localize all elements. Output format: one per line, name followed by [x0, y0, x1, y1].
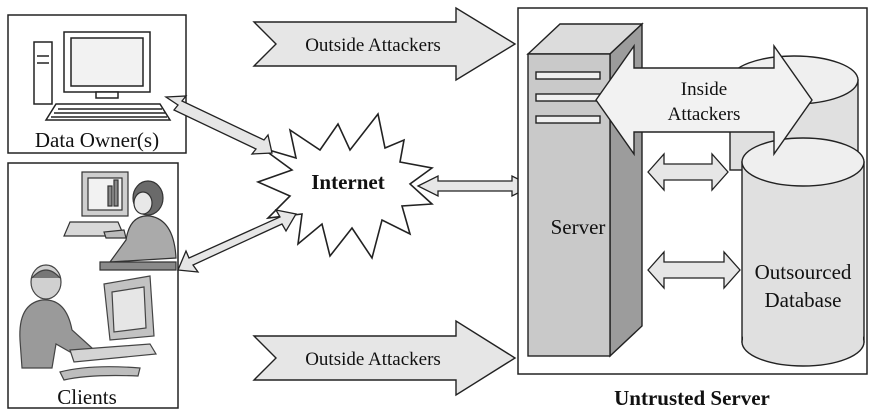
clients-internet-arrow: [177, 209, 298, 273]
outside-attackers-top-label: Outside Attackers: [305, 35, 441, 56]
inside-attackers-arrow: [595, 43, 813, 157]
untrusted-server-node: Server Outsourced Database Inside Attack…: [517, 7, 868, 375]
clients-label: Clients: [57, 385, 117, 409]
server-database-arrows: [647, 152, 741, 290]
inside-attackers: Inside Attackers: [595, 43, 813, 157]
outside-attackers-bottom: Outside Attackers: [252, 319, 517, 397]
internet-node: Internet: [255, 112, 434, 260]
untrusted-server-label: Untrusted Server: [614, 386, 770, 410]
internet-burst-icon: [255, 112, 434, 260]
clients-node: Clients: [7, 162, 179, 409]
data-owner-internet-arrow: [164, 95, 273, 155]
connector-arrows: [164, 95, 534, 273]
outside-attackers-top: Outside Attackers: [252, 6, 517, 82]
server-database-arrow-lower: [647, 250, 741, 290]
database-label-line2: Database: [765, 288, 842, 312]
database-label-line1: Outsourced: [755, 260, 852, 284]
server-database-arrow-upper: [647, 152, 729, 192]
inside-attackers-label-line2: Attackers: [668, 104, 741, 125]
computer-icon: [33, 31, 172, 121]
server-label: Server: [551, 215, 606, 239]
outside-attackers-bottom-label: Outside Attackers: [305, 349, 441, 370]
database-front-icon: [741, 137, 865, 367]
internet-server-arrow: [416, 174, 534, 198]
data-owner-node: Data Owner(s): [7, 14, 187, 154]
woman-at-computer-icon: [63, 171, 177, 271]
internet-label: Internet: [311, 170, 384, 194]
inside-attackers-label-line1: Inside: [681, 79, 727, 100]
data-owner-label: Data Owner(s): [35, 128, 159, 152]
man-at-computer-icon: [19, 264, 158, 381]
outside-attackers-top-arrow: [252, 6, 517, 82]
outside-attackers-bottom-arrow: [252, 319, 517, 397]
